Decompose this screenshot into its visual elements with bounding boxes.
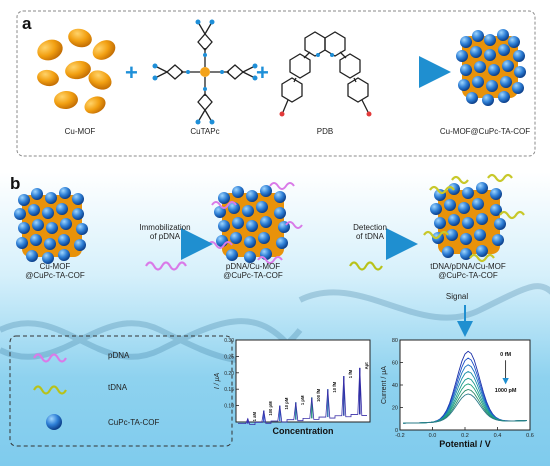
chart1-ytick-label: 0.15 [224,387,234,393]
legend-tdna-icon [33,385,67,395]
legend-cof-icon [46,414,62,430]
chart2-xlabel: Potential / V [439,439,491,449]
chart2-curve [403,393,527,424]
chart1-plot-area [235,339,371,423]
plus-sign-1: + [125,60,138,85]
label-signal: Signal [445,292,469,301]
label-stage-mid-2: @CuPc-TA-COF [223,271,283,280]
label-stage-end-2: @CuPc-TA-COF [438,271,498,280]
chart2-xtick-label: 0.0 [429,433,437,439]
chart2-ytick-label: 60 [392,361,398,367]
panel-b-letter: b [10,174,21,193]
chart2-ytick-label: 0 [395,428,398,434]
chart1-peak-label: 10 fM [332,381,337,392]
chart1-peak-label: 1 fM [348,369,353,378]
chart2-ytick-label: 80 [392,338,398,344]
chart1-ytick-label: 0.10 [224,404,234,410]
chart1-ylabel: I / μA [214,373,221,390]
chart2-ylabel: Current / μA [381,366,388,404]
tdna-helix-icon [349,261,383,271]
plus-sign-2: + [256,60,269,85]
chart2-xtick-label: 0.2 [461,433,469,439]
label-arrow2-1: Detection [353,223,387,232]
chart1-trace [238,367,367,426]
label-cutapc: CuTAPc [190,127,220,136]
chart1-xlabel: Concentration [272,426,333,436]
label-product: Cu-MOF@CuPc-TA-COF [439,127,531,136]
chart1-ytick-label: 0.25 [224,354,234,360]
chart1-peak-label: 100 pM [268,401,273,416]
label-arrow2-2: of tDNA [355,232,384,241]
legend-cof-label: CuPc-TA-COF [108,418,160,427]
chart2-ytick-label: 20 [392,406,398,412]
cumof-particles [37,28,116,114]
chart1-ytick-label: 0.30 [224,338,234,344]
chart1-ytick-label: 0.20 [224,371,234,377]
legend-pdna-label: pDNA [108,351,130,360]
legend-tdna-label: tDNA [108,383,128,392]
chart1-peak-label: 1 pM [300,395,305,405]
pdb-molecule [279,31,372,117]
label-cumof: Cu-MOF [64,127,96,136]
chart2-xtick-label: -0.2 [395,433,404,439]
cutapc-molecule [152,19,258,125]
chart1-peak-label: 100 fM [316,388,321,402]
chart1-peak-label: 1 aM [252,412,257,422]
chart2-xtick-label: 0.4 [494,433,502,439]
chart-peaks: 0.10 0.15 0.20 0.25 0.30 I / μA Concentration 1… [214,338,371,436]
label-stage-mid-1: pDNA/Cu-MOF [225,262,281,271]
chart1-peak-label: 10 pM [284,397,289,409]
chart2-ytick-label: 40 [392,383,398,389]
chart2-annotation-bottom: 1000 pM [495,388,517,394]
cof-structure-tdna [423,173,525,263]
chart2-annotation-top: 0 fM [500,352,511,358]
chart1-peak-label: Apt [364,362,369,370]
legend-pdna-icon [33,353,67,363]
label-stage-start-1: Cu-MOF [39,262,71,271]
cumof-cof-product [456,29,526,106]
chart2-xtick-label: 0.6 [526,433,534,439]
legend-frame [9,335,233,447]
panel-a-frame [16,10,536,157]
label-arrow1-2: of pDNA [149,232,181,241]
label-pdb: PDB [316,127,334,136]
cof-structure-start [14,187,88,264]
pdna-helix-icon [145,261,187,271]
panel-a-letter: a [22,14,32,33]
label-arrow1-1: Immobilization [139,223,191,232]
label-stage-end-1: tDNA/pDNA/Cu-MOF [430,262,506,271]
label-stage-start-2: @CuPc-TA-COF [25,271,85,280]
